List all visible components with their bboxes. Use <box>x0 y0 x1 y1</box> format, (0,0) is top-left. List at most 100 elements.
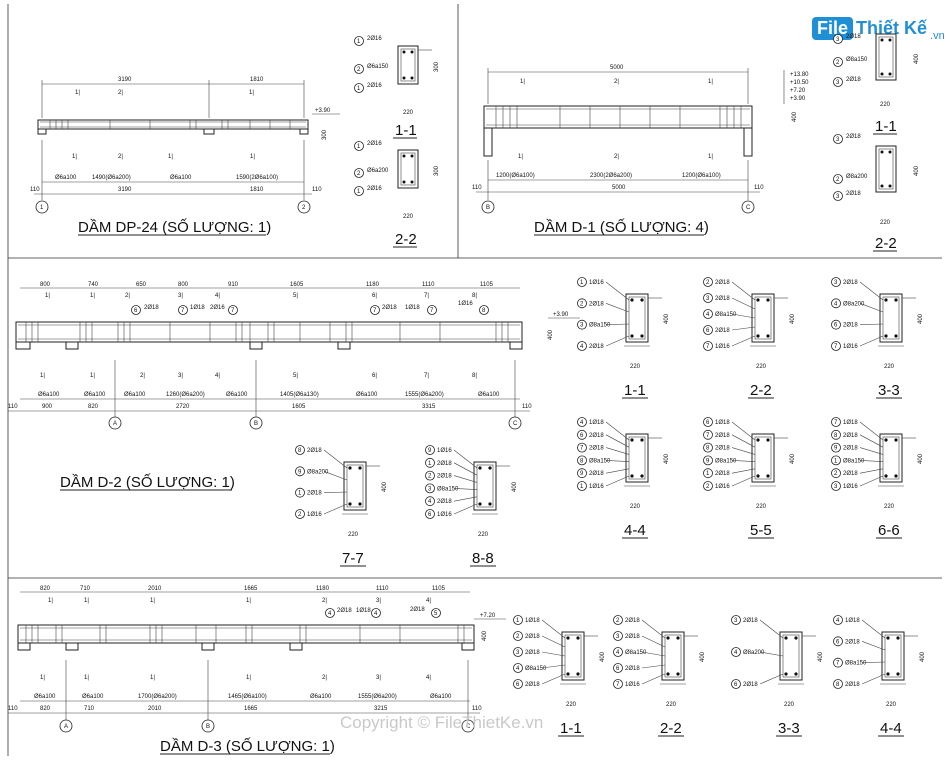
d3-stirrup-3: 1700(Ø6a200) <box>138 694 177 700</box>
svg-text:3: 3 <box>836 194 840 200</box>
d2-sec-2-2-height: 400 <box>790 313 796 324</box>
svg-text:1: 1 <box>357 189 361 195</box>
d2-axis-c: C <box>513 421 518 427</box>
d3-stirrup-2: Ø6a100 <box>82 694 104 700</box>
d1-s22-bar-bottom: 2Ø18 <box>846 191 861 197</box>
d2-sec-7-7-mark-2: 1 <box>298 491 302 497</box>
dp24-title: DẦM DP-24 (SỐ LƯỢNG: 1) <box>78 218 271 236</box>
svg-text:2|: 2| <box>614 154 619 160</box>
d2-sec-7-7-bar-0: 2Ø18 <box>307 448 322 454</box>
d2-sec-8-8-bar-1: 2Ø18 <box>437 461 452 467</box>
svg-text:1|: 1| <box>150 598 155 604</box>
d2-bottom-dim-1: 110 <box>8 404 18 410</box>
dp24-s22-name: 2-2 <box>395 231 417 248</box>
svg-text:1|: 1| <box>90 293 95 299</box>
d3-sec-3-3-mark-0: 3 <box>734 618 738 624</box>
dp24-s22-bar-top: 2Ø16 <box>367 141 382 147</box>
d2-sec-3-3-height: 400 <box>918 313 924 324</box>
d2-bottom-dim-3: 820 <box>88 404 99 410</box>
d3-sec-2-2-name: 2-2 <box>660 720 682 737</box>
svg-text:3|: 3| <box>376 675 381 681</box>
d2-sec-4-4-bar-1: 2Ø18 <box>589 433 604 439</box>
d2-sec-5-5-mark-2: 8 <box>706 446 710 452</box>
d3-sec-4-4-mark-1: 6 <box>836 639 840 645</box>
d2-sec-4-4-mark-5: 1 <box>580 484 584 490</box>
d2-sec-1-1-bar-2: Ø8a150 <box>589 323 611 329</box>
d2-sec-5-5-bar-3: Ø8a150 <box>715 458 737 464</box>
d3-bottom-dim-4: 2010 <box>148 706 162 712</box>
svg-text:7: 7 <box>373 308 377 314</box>
d2-sec-8-8-mark-2: 2 <box>428 474 432 480</box>
d2-sec-3-3-bar-1: Ø8a200 <box>843 301 865 307</box>
filethietke-logo: File Thiết Kế .vn <box>812 14 945 42</box>
svg-text:6: 6 <box>134 308 138 314</box>
d2-callout-3: 2Ø16 <box>210 305 225 311</box>
d2-sec-5-5-mark-0: 6 <box>706 420 710 426</box>
d2-sec-1-1-width: 220 <box>630 364 641 370</box>
d2-sec-1-1-mark-1: 2 <box>580 301 584 307</box>
d2-stirrup-8: 1555(Ø6a200) <box>405 392 444 398</box>
d2-sec-7-7-mark-3: 2 <box>298 512 302 518</box>
d2-sec-8-8-name: 8-8 <box>472 550 494 567</box>
d1-stirrup-2: 2300(2Ø6a200) <box>590 173 632 179</box>
d2-top-dim-5: 910 <box>228 282 239 288</box>
d2-sec-3-3-name: 3-3 <box>878 382 900 399</box>
dp24-s11-stirrup: Ø6a150 <box>367 64 389 70</box>
d3-sec-4-4-mark-0: 4 <box>836 618 840 624</box>
d2-sec-1-1-bar-0: 1Ø16 <box>589 280 604 286</box>
d2-sec-8-8-mark-0: 9 <box>428 448 432 454</box>
d3-sec-2-2-bar-3: 2Ø18 <box>625 666 640 672</box>
d3-sec-3-3-name: 3-3 <box>778 720 800 737</box>
d2-sec-3-3-mark-2: 6 <box>834 323 838 329</box>
d2-bottom-dim-6: 3315 <box>422 404 436 410</box>
d1-s22-height: 400 <box>914 165 920 176</box>
svg-text:7: 7 <box>181 308 185 314</box>
d1-s11-stirrup: Ø8a150 <box>846 57 868 63</box>
d3-sec-1-1-mark-3: 4 <box>516 666 520 672</box>
d3-stirrup-5: Ø6a100 <box>310 694 332 700</box>
dp24-s11-height: 300 <box>434 61 440 72</box>
d2-sec-4-4-mark-0: 4 <box>580 420 584 426</box>
d2-sec-6-6-mark-4: 2 <box>834 471 838 477</box>
d3-sec-3-3-mark-2: 6 <box>734 682 738 688</box>
d2-sec-8-8-bar-4: 2Ø18 <box>437 499 452 505</box>
d2-sec-1-1-mark-0: 1 <box>580 280 584 286</box>
d3-sec-4-4-mark-3: 8 <box>836 682 840 688</box>
d2-sec-2-2-mark-0: 2 <box>706 280 710 286</box>
svg-text:7|: 7| <box>424 293 429 299</box>
d2-stirrup-9: Ø6a100 <box>478 392 500 398</box>
d2-sec-1-1-mark-2: 3 <box>580 323 584 329</box>
d3-bottom-dim-7: 110 <box>472 706 482 712</box>
d3-top-dim-7: 1105 <box>432 586 446 592</box>
d3-top-dim-6: 1110 <box>376 586 389 592</box>
d2-sec-6-6-bar-5: 1Ø16 <box>843 484 858 490</box>
d1-stirrup-3: 1200(Ø6a100) <box>682 173 721 179</box>
beam-d3-elevation: 820 710 2010 1665 1180 1110 1105 1|1|1| … <box>8 586 506 755</box>
d2-sec-3-3-mark-1: 4 <box>834 301 838 307</box>
d2-sec-6-6-mark-2: 9 <box>834 446 838 452</box>
d2-sec-7-7-width: 220 <box>348 532 359 538</box>
logo-part-thietke: Thiết Kế <box>856 17 928 38</box>
d2-sec-2-2-bar-4: 1Ø16 <box>715 344 730 350</box>
d1-title: DẦM D-1 (SỐ LƯỢNG: 4) <box>534 218 709 236</box>
d1-bottom-dim-2: 5000 <box>612 185 626 191</box>
d1-bottom-dim-3: 110 <box>754 185 764 191</box>
d2-sec-2-2-bar-2: Ø8a150 <box>715 312 737 318</box>
d2-stirrup-6: 1405(Ø6a130) <box>280 392 319 398</box>
d3-sec-2-2-bar-0: 2Ø18 <box>625 618 640 624</box>
d2-sec-4-4-mark-4: 9 <box>580 471 584 477</box>
d2-sec-2-2-bar-1: 2Ø18 <box>715 296 730 302</box>
d3-top-dim-4: 1665 <box>244 586 258 592</box>
d2-sec-3-3-width: 220 <box>884 364 895 370</box>
d2-title: DẦM D-2 (SỐ LƯỢNG: 1) <box>60 473 235 491</box>
dp24-top-dim-1: 3190 <box>118 77 132 83</box>
d3-top-dim-2: 710 <box>80 586 91 592</box>
d3-axis-a: A <box>64 724 68 730</box>
d2-sec-6-6-bar-0: 1Ø18 <box>843 420 858 426</box>
d2-sec-5-5-height: 400 <box>790 453 796 464</box>
d2-sec-8-8-mark-1: 1 <box>428 461 432 467</box>
d3-callout-1: 2Ø18 <box>337 608 352 614</box>
